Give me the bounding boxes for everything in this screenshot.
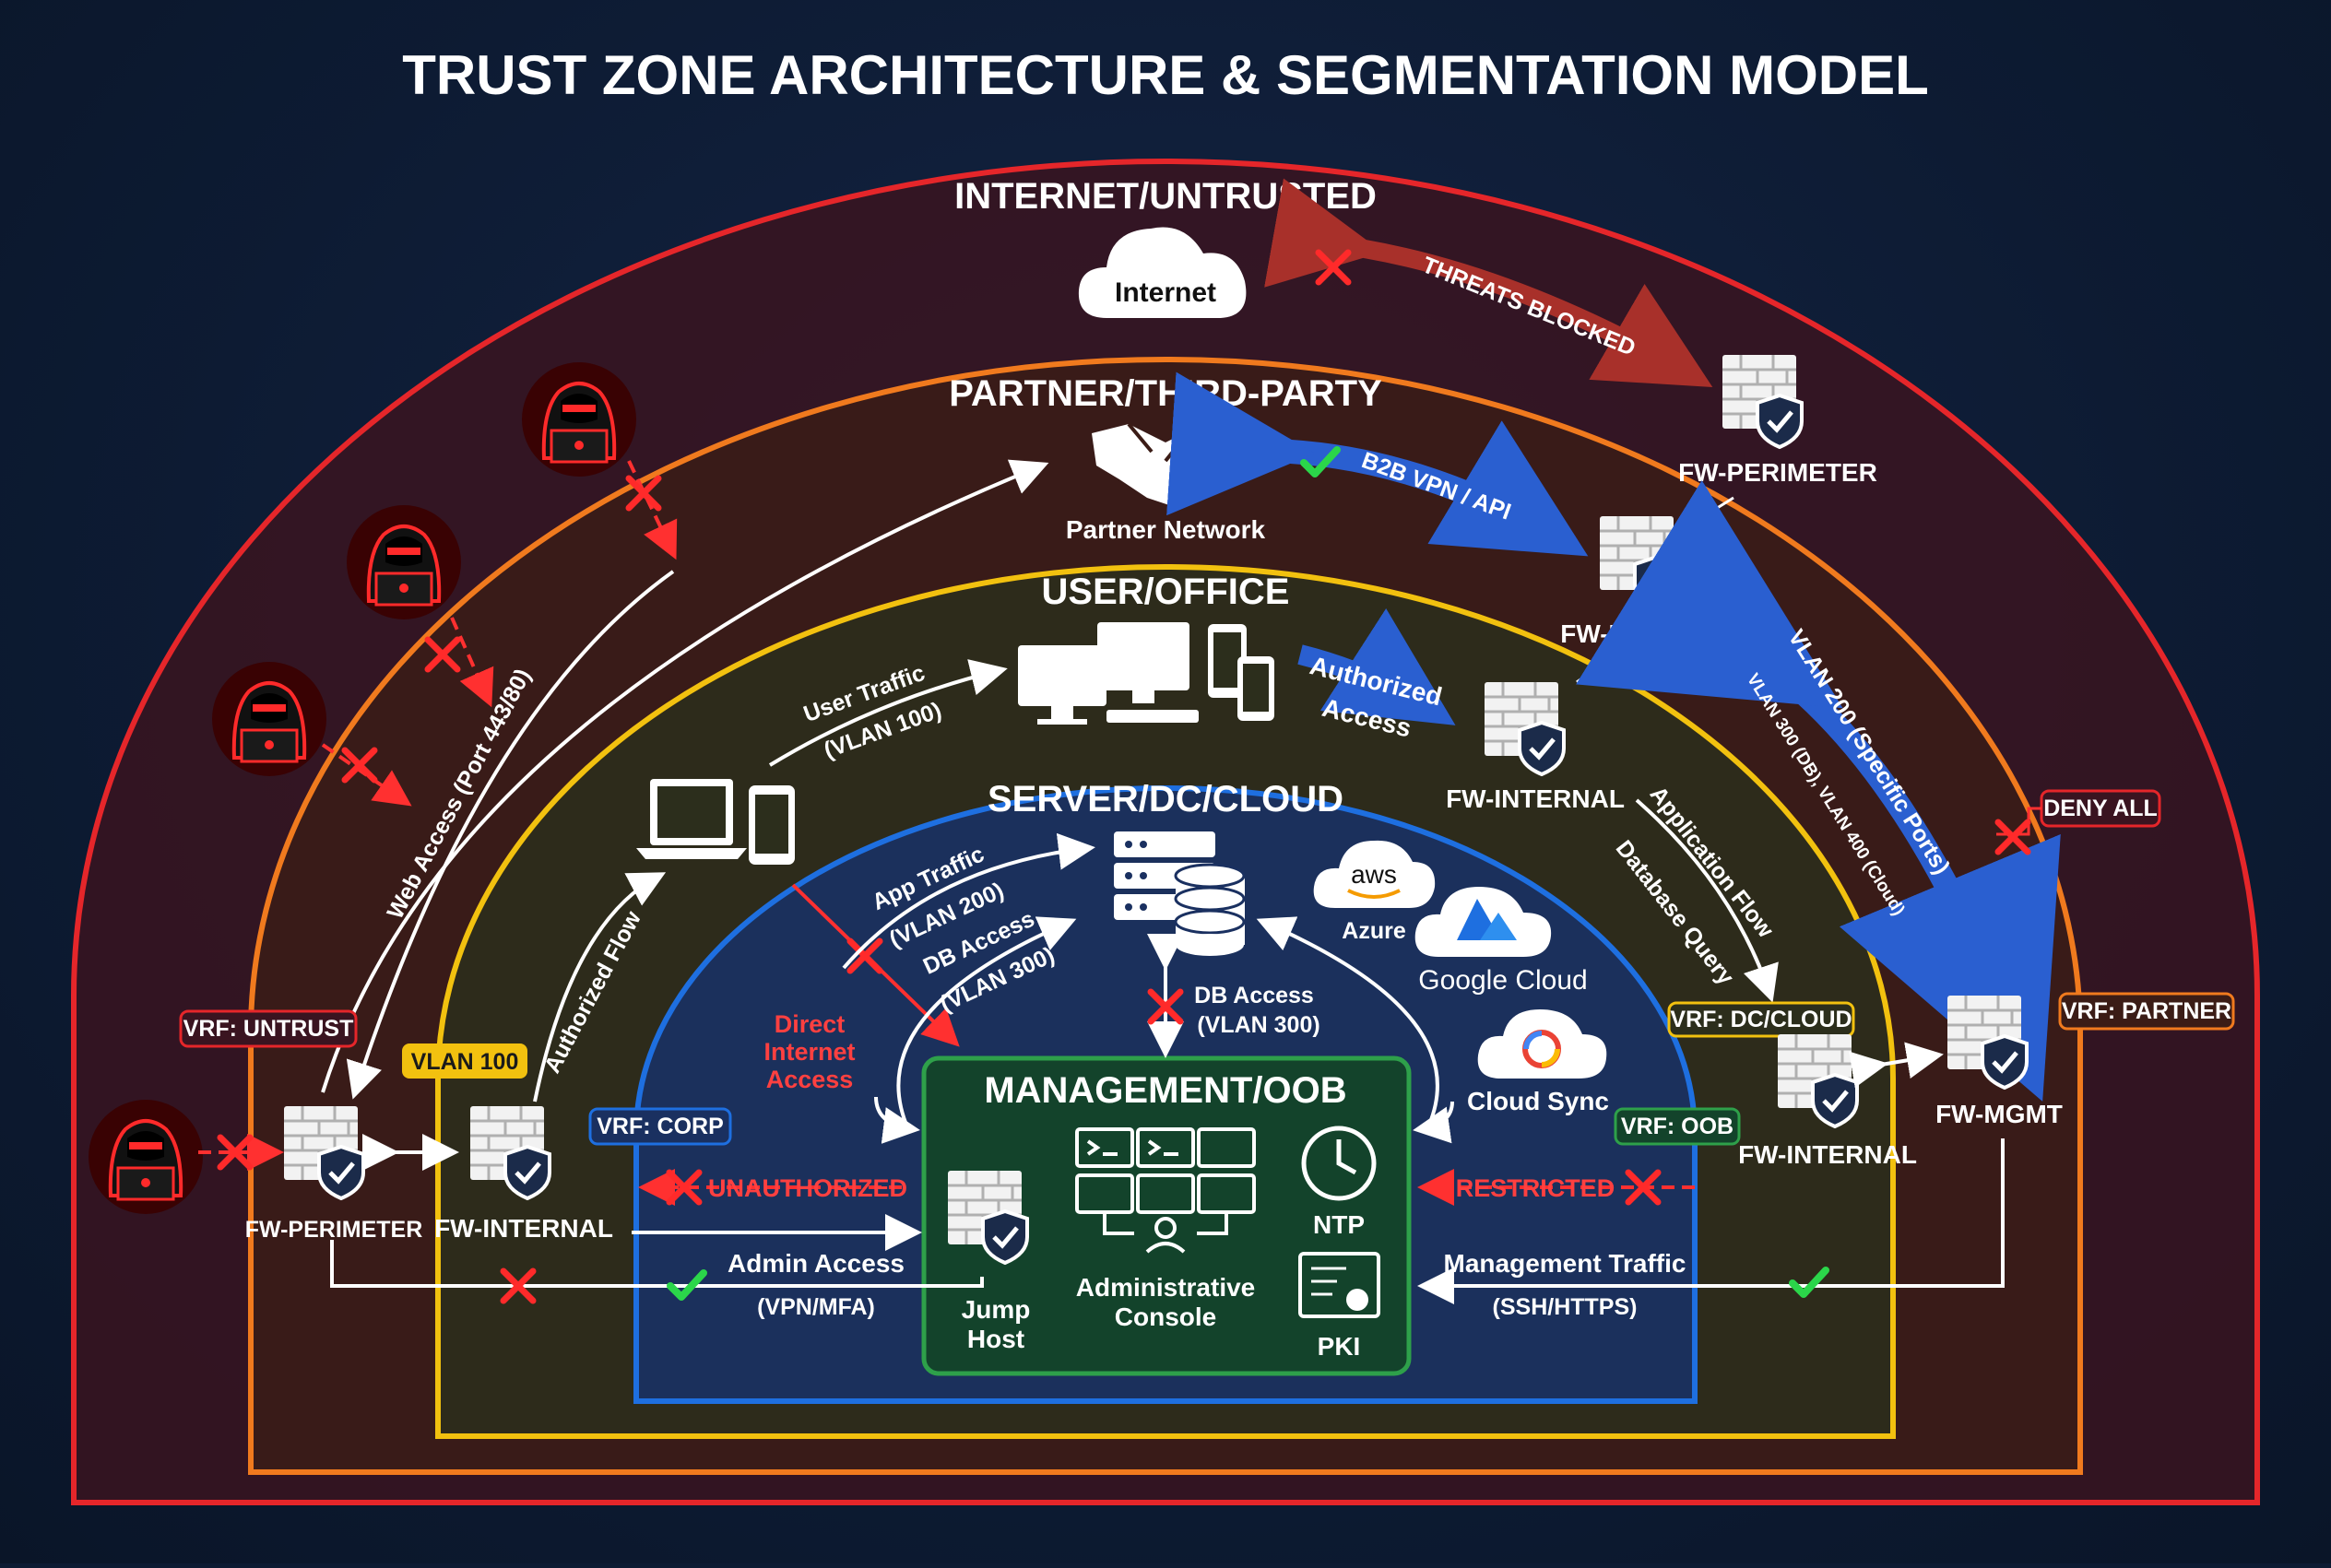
pki-label: PKI <box>1318 1332 1361 1361</box>
vrf-dc-cloud-tag <box>1667 1001 1855 1038</box>
management-zone <box>921 1055 1412 1376</box>
clock-icon <box>1301 1126 1377 1201</box>
jump-host-label-2: Host <box>967 1325 1024 1353</box>
vlan100-tag <box>402 1043 527 1079</box>
app-traffic-arrow <box>842 832 1095 970</box>
desktop-icon <box>1018 645 1106 725</box>
desktop-icon <box>1097 622 1199 723</box>
vrf-oob-label: VRF: OOB <box>1621 1114 1733 1139</box>
direct-internet-label-1: Direct <box>775 1010 846 1038</box>
vrf-corp-tag <box>588 1107 732 1146</box>
vrf-untrust-label: VRF: UNTRUST <box>183 1016 354 1042</box>
laptop-icon <box>636 779 747 859</box>
cloud-mgmt-arrow <box>1413 1101 1454 1144</box>
zone-label-internet: INTERNET/UNTRUSTED <box>954 176 1377 217</box>
internet-cloud-label: Internet <box>1115 277 1216 308</box>
web-access-return-arrow <box>346 570 675 1100</box>
b2b-vpn-arrow <box>1166 371 1589 557</box>
admin-access-line <box>330 1240 984 1288</box>
hacker-icon <box>520 360 638 478</box>
vrf-oob-tag <box>1614 1107 1741 1146</box>
web-access-arrow <box>321 459 1049 1093</box>
azure-label: Azure <box>1342 918 1406 944</box>
vrf-partner-tag <box>2058 992 2235 1031</box>
authorized-access-arrow <box>1297 608 1456 725</box>
ntp-label: NTP <box>1313 1210 1365 1239</box>
zone-label-partner: PARTNER/THIRD-PARTY <box>949 373 1382 414</box>
vlan200-arrow <box>1576 480 2061 1102</box>
database-icon <box>1174 863 1246 956</box>
management-traffic-arrow <box>1417 1138 2005 1304</box>
mgmt-traffic-label-2: (SSH/HTTPS) <box>1493 1294 1638 1320</box>
google-cloud-label: Google Cloud <box>1418 965 1587 996</box>
cloud-sync-icon <box>1477 1009 1607 1079</box>
zone-label-server: SERVER/DC/CLOUD <box>988 779 1343 819</box>
aws-cloud-icon <box>1313 840 1436 908</box>
admin-console-label-2: Console <box>1115 1303 1216 1331</box>
zone-label-management: MANAGEMENT/OOB <box>984 1070 1346 1111</box>
user-traffic-arrow <box>768 659 1008 767</box>
unauthorized-label: UNAUTHORIZED <box>708 1174 907 1202</box>
fw-perimeter-left-label: FW-PERIMETER <box>245 1217 423 1243</box>
vrf-corp-label: VRF: CORP <box>597 1114 724 1139</box>
threats-blocked-arrow <box>1264 178 1713 388</box>
hacker-icon <box>345 503 463 621</box>
vrf-dc-cloud-label: VRF: DC/CLOUD <box>1670 1007 1852 1032</box>
hacker-icon <box>210 660 328 778</box>
admin-access-label-1: Admin Access <box>728 1249 905 1278</box>
monitor-icon <box>1075 1127 1256 1254</box>
db-access-arrow <box>896 916 1077 1130</box>
jump-host-label-1: Jump <box>962 1295 1031 1324</box>
fw-internal-top-label: FW-INTERNAL <box>1446 784 1625 813</box>
fw-partner-label: FW-PARTNER <box>1560 619 1732 648</box>
fw-mgmt-label: FW-MGMT <box>1935 1100 2063 1128</box>
phone-icon <box>1237 656 1274 721</box>
tablet-icon <box>1208 624 1247 698</box>
mgmt-traffic-label-1: Management Traffic <box>1444 1249 1686 1278</box>
admin-console-label-1: Administrative <box>1076 1273 1256 1302</box>
vrf-partner-label: VRF: PARTNER <box>2062 998 2231 1024</box>
deny-all-label: DENY ALL <box>2043 796 2158 821</box>
direct-internet-label-3: Access <box>766 1066 854 1093</box>
application-flow-arrow <box>1635 798 1779 1003</box>
db-access-down-arrow <box>874 1096 920 1144</box>
authorized-flow-arrow <box>533 872 667 1102</box>
cloud-sync-label: Cloud Sync <box>1467 1087 1609 1115</box>
fw-perimeter-top-label: FW-PERIMETER <box>1678 458 1877 487</box>
fw-internal-left-label: FW-INTERNAL <box>434 1214 613 1243</box>
partner-network-label: Partner Network <box>1066 515 1266 544</box>
direct-internet-label-2: Internet <box>763 1038 855 1066</box>
fw-internal-right-label: FW-INTERNAL <box>1738 1140 1917 1169</box>
admin-access-label-2: (VPN/MFA) <box>757 1294 875 1320</box>
hacker-icon <box>87 1098 205 1216</box>
certificate-icon <box>1298 1252 1380 1318</box>
db-access-center-label-2: (VLAN 300) <box>1197 1012 1319 1038</box>
phone-icon <box>749 785 795 865</box>
cloud-db-arrow <box>1256 916 1439 1126</box>
restricted-label: RESTRICTED <box>1456 1174 1615 1202</box>
db-access-center-label-1: DB Access <box>1194 983 1314 1008</box>
vlan100-label: VLAN 100 <box>411 1049 519 1075</box>
aws-label: aws <box>1351 860 1397 889</box>
cloud-icon <box>1078 227 1247 318</box>
zone-label-user: USER/OFFICE <box>1042 572 1290 612</box>
internal-mgmt-link <box>1849 1042 1944 1088</box>
diagram-title: TRUST ZONE ARCHITECTURE & SEGMENTATION M… <box>402 44 1929 106</box>
google-cloud-icon <box>1414 887 1552 957</box>
vrf-untrust-tag <box>179 1009 358 1048</box>
